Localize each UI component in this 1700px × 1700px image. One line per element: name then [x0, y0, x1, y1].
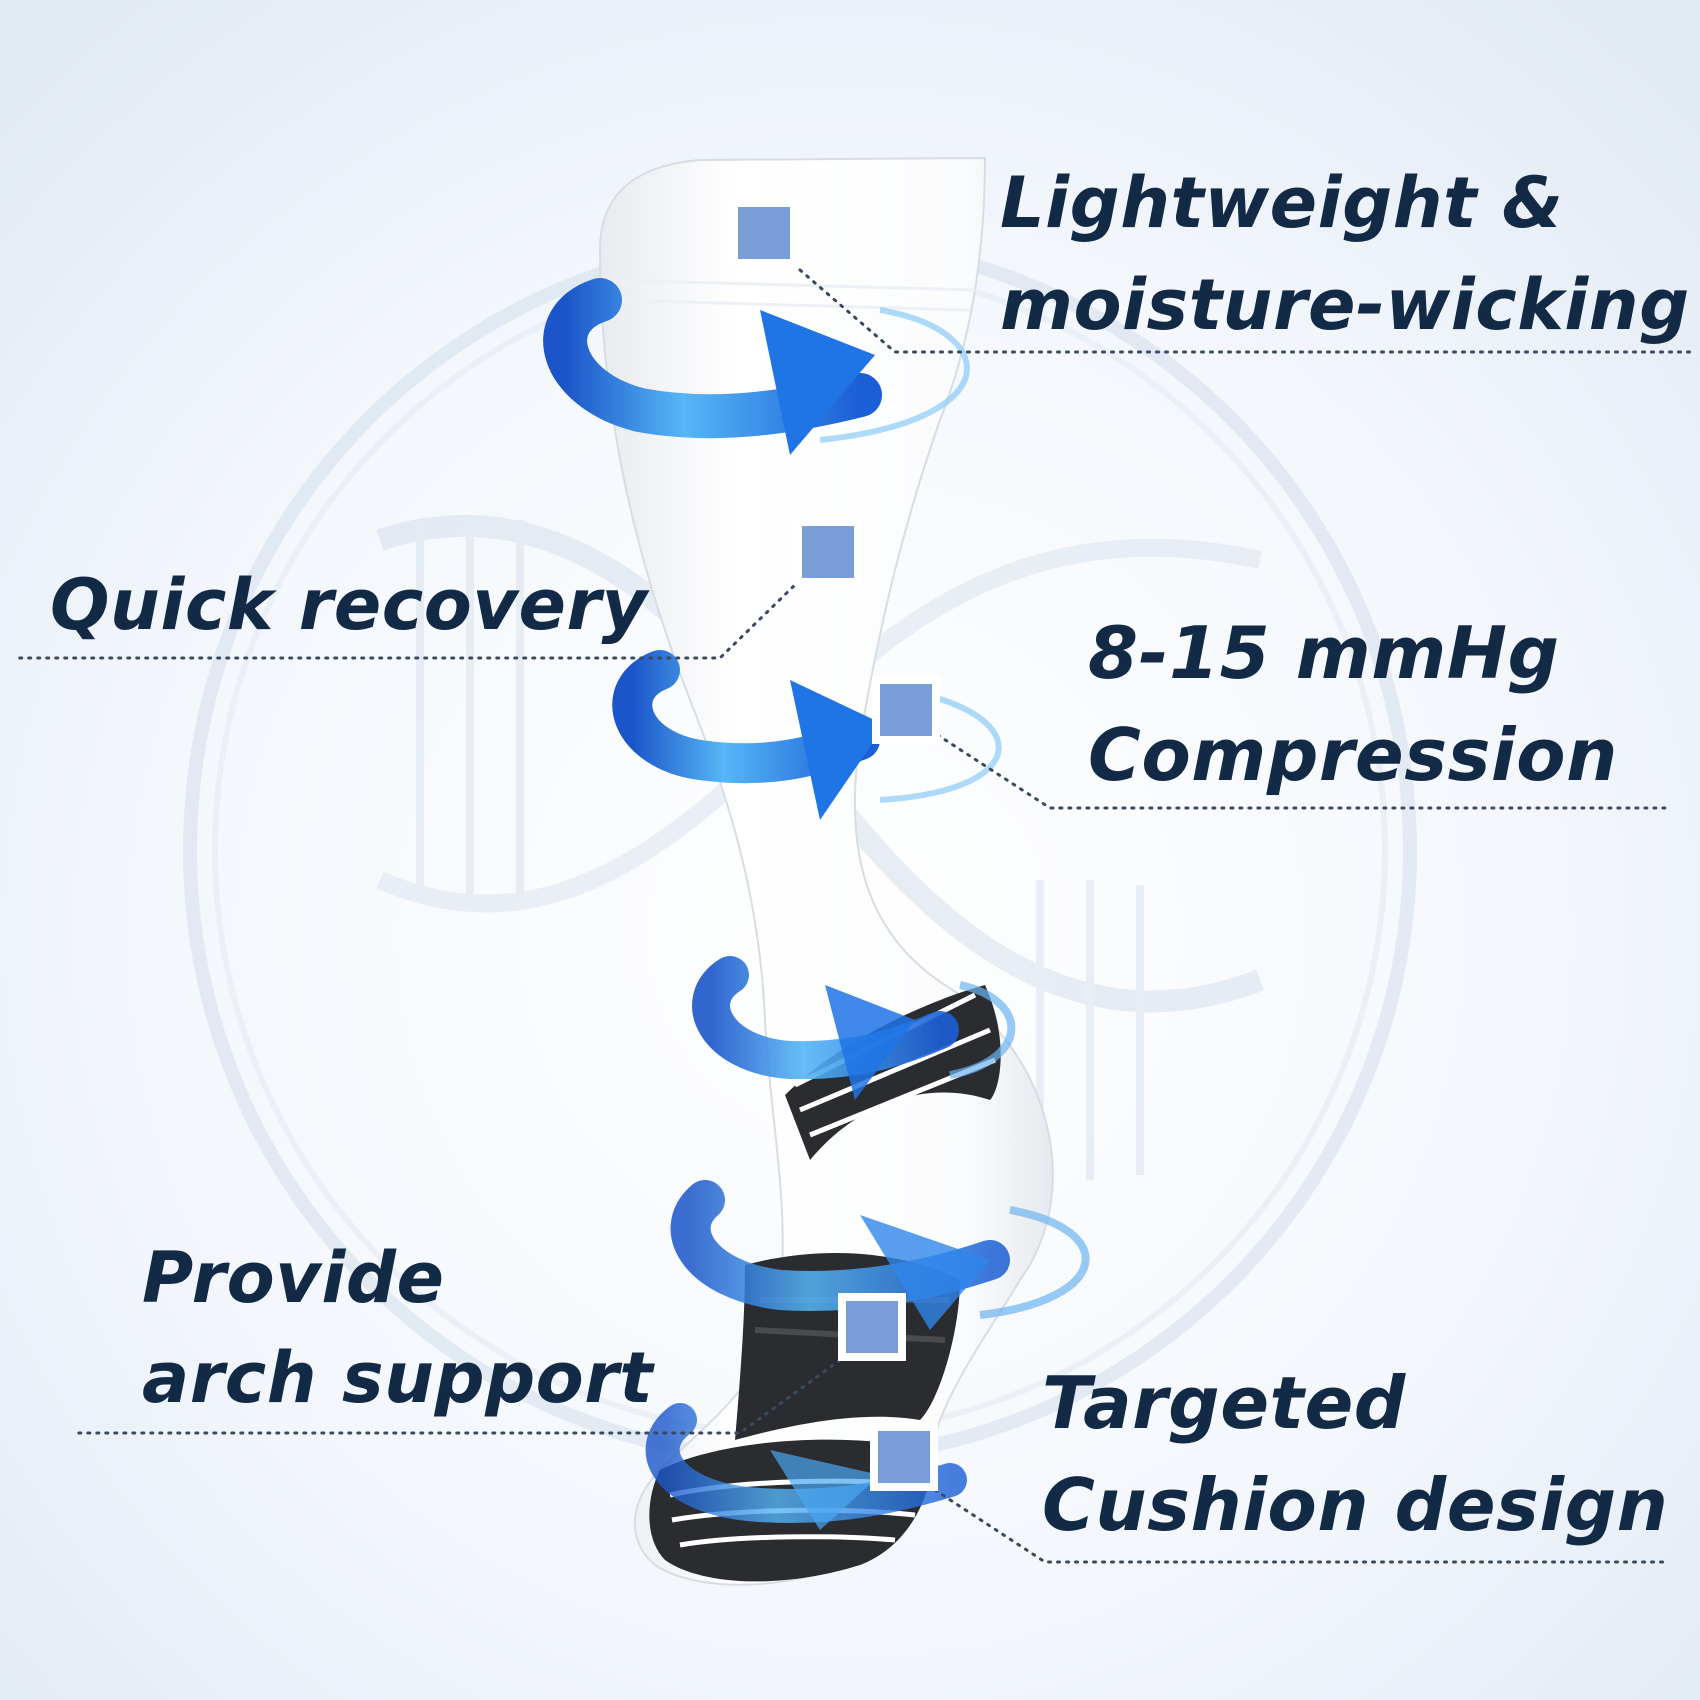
- feature-label-line: Cushion design: [1042, 1463, 1669, 1547]
- leader-line-arch: [73, 1358, 842, 1435]
- leader-line-quick: [16, 578, 802, 660]
- compression-arrow-icon: [670, 1180, 1090, 1330]
- compression-arrow-icon: [612, 650, 1002, 820]
- feature-label-arch-support: Provide arch support: [142, 1228, 653, 1428]
- feature-label-line: moisture-wicking: [1000, 264, 1690, 346]
- feature-marker-icon: [730, 199, 798, 267]
- feature-label-line: Quick recovery: [50, 564, 648, 646]
- feature-marker-icon: [872, 676, 940, 744]
- feature-label-line: Compression: [1088, 713, 1618, 797]
- feature-marker-icon: [794, 518, 862, 586]
- leader-line-compression: [928, 728, 1667, 810]
- feature-marker-icon: [838, 1293, 906, 1361]
- compression-arrow-icon: [543, 278, 970, 455]
- compression-arrows: [543, 278, 1090, 1530]
- feature-marker-icon: [870, 1423, 938, 1491]
- feature-label-quick-recovery: Quick recovery: [50, 554, 648, 656]
- compression-arrow-icon: [692, 956, 1016, 1100]
- feature-label-cushion-design: Targeted Cushion design: [1042, 1352, 1668, 1556]
- feature-label-line: arch support: [142, 1337, 654, 1419]
- feature-label-compression: 8-15 mmHg Compression: [1088, 602, 1618, 806]
- leader-line-cushion: [933, 1488, 1667, 1564]
- feature-label-line: Provide: [142, 1237, 445, 1319]
- feature-label-line: 8-15 mmHg: [1088, 611, 1560, 695]
- feature-label-line: Lightweight &: [1000, 162, 1564, 244]
- compression-arrow-icon: [645, 1403, 967, 1530]
- feature-label-lightweight: Lightweight & moisture-wicking: [1000, 152, 1690, 356]
- feature-label-line: Targeted: [1042, 1361, 1406, 1445]
- leader-line-lightweight: [798, 268, 1692, 354]
